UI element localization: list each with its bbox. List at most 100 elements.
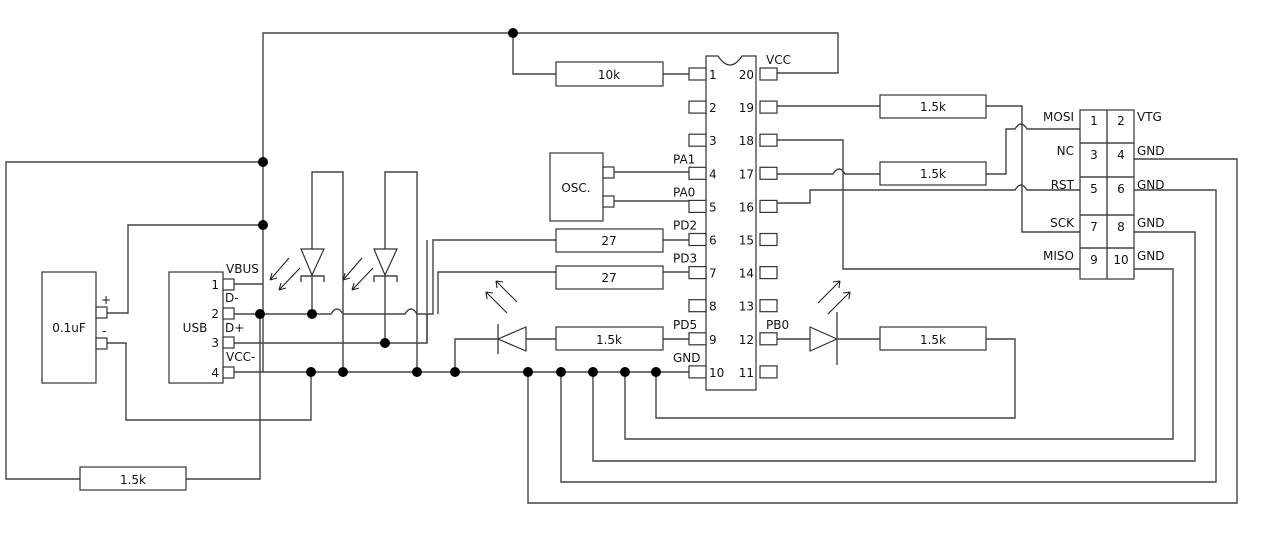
- usb-pin-num: 4: [211, 366, 219, 380]
- mcu-pin-17: [759, 166, 778, 180]
- resistor-pd2: [555, 228, 664, 253]
- capacitor: 0.1uF + -: [41, 271, 111, 384]
- junction-dot: [523, 367, 533, 377]
- mcu-pin-7: [688, 266, 707, 280]
- isp-left-label: SCK: [1050, 216, 1075, 230]
- light-arrow-icon: [278, 267, 301, 291]
- wire-left-loop: [5, 161, 263, 480]
- led-symbol: [496, 326, 527, 352]
- mcu-pin-1: [688, 67, 707, 81]
- isp-right-label: GND: [1137, 144, 1165, 158]
- usb-pin-name: D-: [225, 291, 239, 305]
- isp-pin-num: 4: [1117, 148, 1125, 162]
- light-arrow-icon: [342, 257, 363, 281]
- junction-dot: [306, 367, 316, 377]
- mcu-pin-20: [759, 67, 778, 81]
- wire-pin18-miso: [777, 139, 1080, 270]
- resistor-label: 1.5k: [920, 333, 946, 347]
- zener-diode-2: [342, 248, 398, 291]
- mcu-pin-num: 17: [739, 167, 754, 181]
- junction-dot: [588, 367, 598, 377]
- mcu-pin-12: [759, 332, 778, 346]
- resistor-mosi: [879, 94, 987, 119]
- junction-dot: [450, 367, 460, 377]
- mcu-pin-13: [759, 299, 778, 313]
- usb-pin-num: 1: [211, 278, 219, 292]
- mcu-pin-num: 5: [709, 200, 717, 214]
- mcu-pin-name: PA0: [673, 185, 695, 199]
- usb-body: [168, 271, 224, 384]
- oscillator-label: OSC.: [561, 181, 590, 195]
- mcu-pin-num: 12: [739, 333, 754, 347]
- mcu-pin-name: PD2: [673, 219, 697, 233]
- mcu-pin-2: [688, 100, 707, 114]
- isp-pin-num: 8: [1117, 220, 1125, 234]
- mcu-pin-14: [759, 266, 778, 280]
- wire-pd5-led: [454, 338, 689, 372]
- mcu-pin-6: [688, 232, 707, 247]
- mcu-pin-num: 14: [739, 267, 754, 281]
- mcu-pin-19: [759, 100, 778, 114]
- mcu-pin-18: [759, 133, 778, 147]
- light-arrow-icon: [817, 280, 841, 304]
- resistors: 10k 1.5k 1.5k 27 27 1.5k 1.5k 1.5k: [79, 61, 987, 491]
- junction-dot: [620, 367, 630, 377]
- junction-dot: [307, 309, 317, 319]
- mcu-pin-num: 11: [739, 366, 754, 380]
- usb-pin-3: [222, 336, 235, 349]
- mcu-pin-num: 20: [739, 68, 754, 82]
- oscillator-pin: [602, 166, 615, 179]
- mcu-pin-9: [688, 332, 707, 346]
- wire-pb0-led: [655, 338, 1016, 419]
- light-arrow-icon: [495, 280, 518, 303]
- isp-left-label: MOSI: [1043, 110, 1074, 124]
- zener-diode-symbol: [373, 248, 398, 277]
- wire-reset-pullup: [512, 33, 556, 75]
- junction-dot: [508, 28, 518, 38]
- resistor-label: 10k: [598, 68, 620, 82]
- mcu-pin-num: 10: [709, 366, 724, 380]
- capacitor-minus-label: -: [102, 324, 106, 338]
- resistor-pd3: [555, 265, 664, 290]
- oscillator: OSC.: [549, 152, 615, 222]
- zener-diode-1: [269, 248, 325, 291]
- isp-pin-num: 1: [1090, 114, 1098, 128]
- mcu-pin-4: [688, 166, 707, 180]
- usb-label: USB: [183, 321, 208, 335]
- isp-pin-num: 6: [1117, 182, 1125, 196]
- resistor-label: 1.5k: [120, 473, 146, 487]
- wire-gnd-return-8: [592, 231, 1196, 462]
- capacitor-body: [41, 271, 97, 384]
- junction-dot: [651, 367, 661, 377]
- junction-dot: [412, 367, 422, 377]
- capacitor-pin-minus: [95, 337, 108, 350]
- mcu-pin-16: [759, 199, 778, 213]
- capacitor-pin-plus: [95, 306, 108, 319]
- junction-dot: [556, 367, 566, 377]
- mcu-pin-num: 15: [739, 234, 754, 248]
- mcu-pin-num: 16: [739, 200, 754, 214]
- mcu-pin-name: GND: [673, 351, 701, 365]
- wire-gnd-return-10: [624, 268, 1174, 440]
- led-pd5: [485, 280, 527, 354]
- led-symbol: [809, 326, 839, 352]
- mcu-pin-8: [688, 299, 707, 313]
- usb-pin-name: VCC-: [226, 350, 255, 364]
- usb-pin-4: [222, 366, 235, 379]
- isp-pin-num: 3: [1090, 148, 1098, 162]
- junction-dot: [380, 338, 390, 348]
- isp-right-label: GND: [1137, 216, 1165, 230]
- usb-pin-num: 3: [211, 336, 219, 350]
- resistor-10k: [555, 61, 664, 87]
- wire-pin19-mosi: [777, 105, 1080, 233]
- isp-left-label: RST: [1051, 178, 1075, 192]
- mcu-pin-num: 19: [739, 101, 754, 115]
- isp-pin-num: 5: [1090, 182, 1098, 196]
- wire-pin16-rst: [777, 184, 1080, 204]
- mcu-pin-15: [759, 232, 778, 247]
